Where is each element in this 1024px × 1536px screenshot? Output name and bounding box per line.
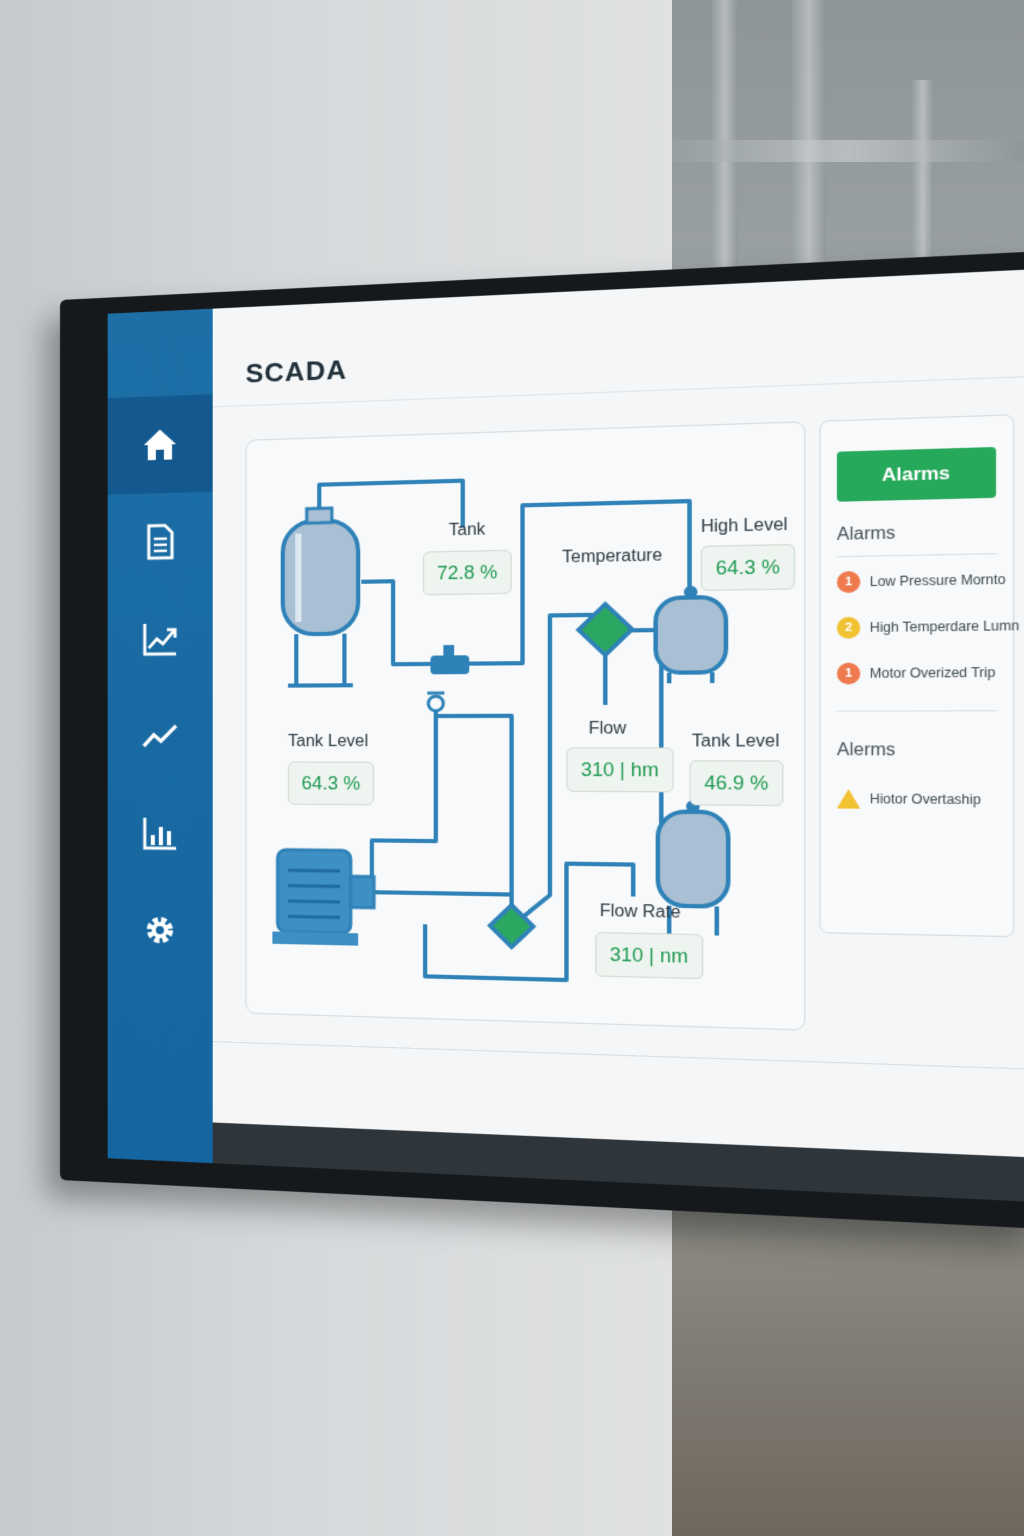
tank-level-right-readout: 46.9 % — [689, 760, 784, 806]
sidebar-item-reports[interactable] — [108, 784, 213, 882]
flow-readout: 310 | hm — [566, 747, 674, 793]
sidebar-item-home[interactable] — [107, 394, 213, 495]
pipe-pump-to-diamond — [372, 892, 512, 894]
line-chart-icon — [140, 716, 180, 757]
alarms-divider — [836, 553, 997, 558]
alarm-panel: Alarms Alarms 1 Low Pressure Mornto 2 Hi… — [819, 414, 1019, 938]
monitor: SCADA ▲ ☰ — [60, 250, 1024, 1230]
bar-chart-icon — [140, 813, 180, 854]
pump-motor — [272, 850, 374, 946]
sidebar-item-documents[interactable] — [108, 492, 213, 591]
sidebar-item-trends[interactable] — [108, 589, 213, 687]
storage-tank-left — [283, 507, 358, 685]
alerms-divider — [836, 710, 997, 712]
tank-right — [658, 799, 728, 936]
alerms-section-title: Alerms — [836, 741, 896, 760]
main-area: SCADA ▲ ☰ — [212, 269, 1024, 1202]
sidebar — [107, 308, 213, 1164]
trend-up-chart-icon — [140, 618, 180, 659]
flow-rate-label: Flow Rate — [599, 902, 681, 922]
sidebar-item-analytics[interactable] — [108, 687, 213, 785]
tank-high-level — [656, 585, 726, 683]
small-valve — [427, 693, 444, 711]
page-title: SCADA — [245, 353, 348, 389]
temperature-sensor — [579, 604, 633, 655]
process-diagram: Tank 72.8 % Temperature High Level 64.3 … — [245, 421, 806, 1031]
sidebar-item-settings[interactable] — [108, 881, 213, 980]
valve-top — [430, 644, 470, 675]
alarm-item[interactable]: 1 Motor Overized Trip — [836, 661, 996, 685]
alarm-text: Motor Overized Trip — [869, 664, 996, 682]
alarm-badge: 2 — [836, 616, 861, 639]
scada-screen: SCADA ▲ ☰ — [107, 269, 1024, 1202]
tank-level-right-label: Tank Level — [691, 732, 780, 751]
pipe-tank-to-high-level — [361, 501, 689, 664]
bottom-divider — [212, 1041, 1024, 1070]
alarms-section-title: Alarms — [836, 524, 896, 545]
alarm-item[interactable]: 2 High Temperdare Lumn — [836, 615, 1020, 639]
pipe-pump-up — [372, 695, 436, 893]
alarm-badge: 1 — [836, 570, 861, 594]
alarm-text: Low Pressure Mornto — [869, 571, 1006, 590]
temperature-label: Temperature — [562, 546, 663, 567]
home-icon — [143, 428, 177, 461]
warning-item[interactable]: Hiotor Overtaship — [836, 788, 981, 810]
warning-text: Hiotor Overtaship — [869, 791, 981, 808]
flow-label: Flow — [588, 719, 627, 738]
tank-level-left-label: Tank Level — [287, 732, 369, 751]
tank-label: Tank — [448, 520, 486, 540]
tank-level-left-readout: 64.3 % — [287, 761, 375, 806]
high-level-label: High Level — [700, 515, 788, 537]
document-icon — [140, 521, 180, 562]
alarm-text: High Temperdare Lumn — [869, 618, 1020, 636]
gear-icon — [140, 910, 180, 951]
flow-rate-readout: 310 | nm — [595, 931, 703, 980]
alarm-badge: 1 — [836, 662, 861, 685]
alarm-item[interactable]: 1 Low Pressure Mornto — [836, 568, 1006, 594]
high-level-readout: 64.3 % — [700, 543, 796, 591]
alarms-button[interactable]: Alarms — [836, 446, 997, 502]
warning-triangle-icon — [836, 788, 861, 809]
tank-readout: 72.8 % — [422, 549, 512, 596]
piping-diagram — [247, 422, 805, 1029]
